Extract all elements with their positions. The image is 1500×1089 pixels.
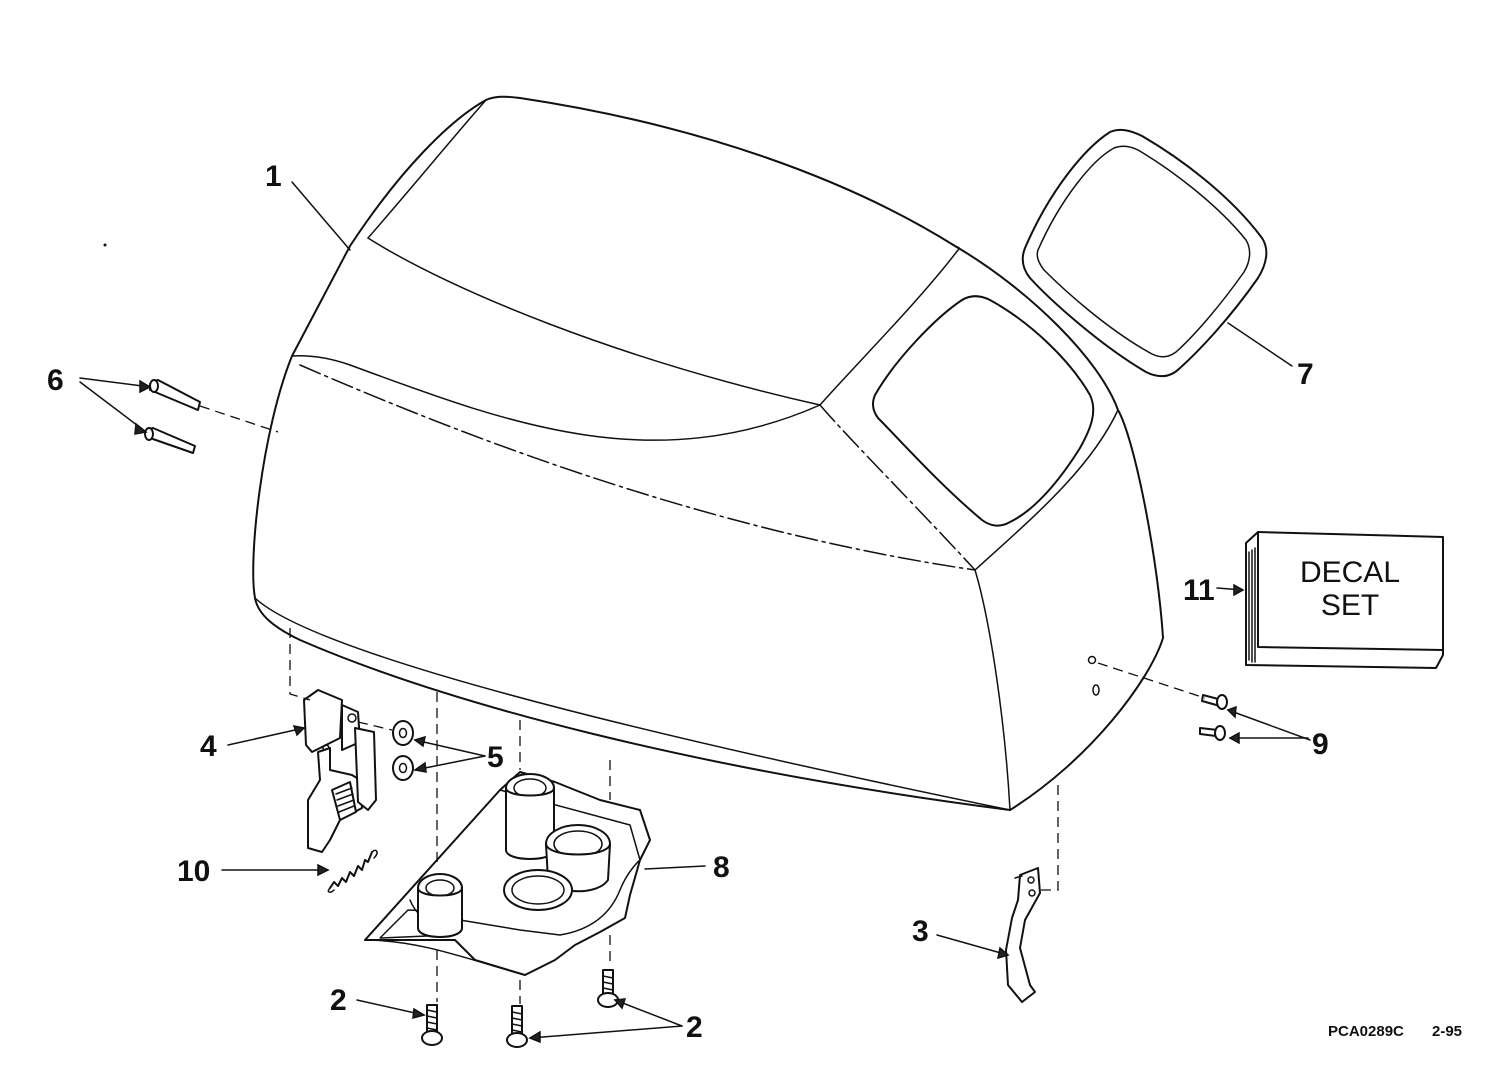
callout-1: 1 (265, 160, 282, 193)
callout-10: 10 (177, 855, 210, 888)
callout-6: 6 (47, 364, 64, 397)
hook-lever (1005, 867, 1041, 1003)
latch (303, 689, 377, 853)
decal-line-1: DECAL (1300, 556, 1400, 589)
callout-7: 7 (1297, 358, 1314, 391)
callout-2a: 2 (330, 984, 347, 1017)
alignment-lines (289, 628, 1059, 1004)
callout-5: 5 (487, 741, 504, 774)
pins-left (144, 379, 279, 454)
callout-8: 8 (713, 851, 730, 884)
spring (327, 849, 378, 893)
callout-4: 4 (200, 730, 217, 763)
mount-bracket (364, 771, 651, 976)
callout-9: 9 (1312, 728, 1329, 761)
washers (357, 720, 414, 781)
window-seal (1021, 128, 1268, 378)
callout-11: 11 (1183, 574, 1215, 607)
callout-3: 3 (912, 915, 929, 948)
callout-labels: 1 6 7 11 4 5 9 10 8 3 2 2 (47, 160, 1329, 1044)
decal-line-2: SET (1321, 589, 1379, 622)
decal-set: DECAL SET (1245, 531, 1444, 669)
screws-right (1097, 662, 1228, 741)
engine-cover (252, 95, 1164, 811)
bolts (421, 969, 619, 1048)
leader-lines (79, 181, 1311, 1044)
callout-2b: 2 (686, 1011, 703, 1044)
diagram-date: 2-95 (1432, 1023, 1462, 1040)
diagram-code: PCA0289C (1328, 1023, 1404, 1040)
footer-reference: PCA0289C 2-95 (1328, 1023, 1462, 1040)
